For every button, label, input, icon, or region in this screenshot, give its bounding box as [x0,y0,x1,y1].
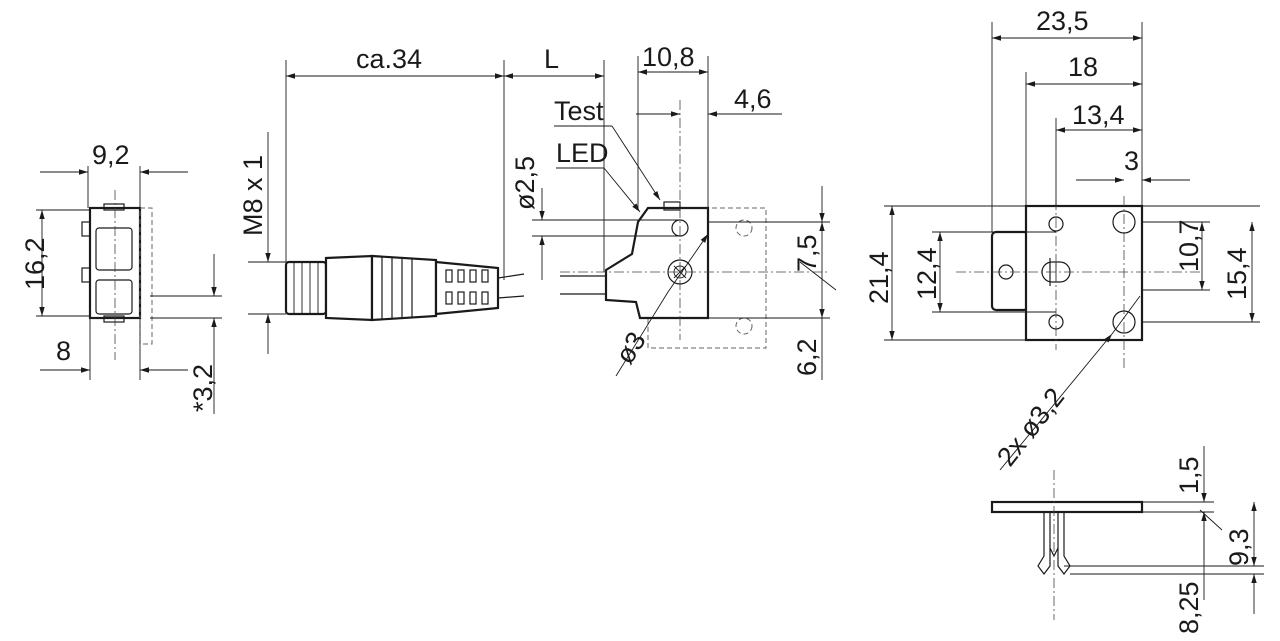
dim-height-upper-label: 7,5 [792,234,822,272]
front-sensor-stub [990,230,1030,312]
bracket-side-view: 1,5 9,3 8,25 [990,446,1264,634]
dim-led-dia-label: ø2,5 [510,156,540,210]
bracket-plate-side [990,500,1144,514]
sensor-housing-side [604,206,710,320]
clip-right-leg [1057,512,1071,575]
clip-left-leg [1037,512,1051,575]
dim-front-12-4-label: 12,4 [912,247,942,300]
dim-front-3-label: 3 [1124,146,1139,176]
dim-front-10-7-label: 10,7 [1174,219,1204,272]
front-bracket-plate [1024,204,1144,342]
connector-grip [370,254,438,322]
dim-bracket-thickness-label: 1,5 [1174,456,1204,494]
dim-thread-label: M8 x 1 [238,155,268,236]
dim-front-15-4-label: 15,4 [1222,247,1252,300]
dim-front-holes-label: 2x ø3,2 [991,382,1070,471]
dim-left-offset-label: *3,2 [188,364,218,412]
dim-bracket-clip-label: 8,25 [1174,581,1204,634]
dim-length-var-label: L [544,44,559,74]
dim-test-offset-label: 4,6 [734,84,772,114]
dim-front-total-height-label: 21,4 [864,251,894,304]
dim-bracket-depth-label: 9,3 [1224,528,1254,566]
front-view: 23,5 18 13,4 3 21,4 12,4 10,7 15,4 [864,6,1260,472]
connector-body [324,254,374,322]
side-view: ca.34 L M8 x 1 10,8 4,6 Test LED ø2,5 [238,42,837,380]
dim-height-lower-label: 6,2 [792,338,822,376]
left-end-view: 9,2 16,2 8 *3,2 [20,140,222,414]
m8-connector-nut [284,260,328,316]
connector-strain-relief [434,260,500,316]
dim-left-width-label: 9,2 [92,140,130,170]
dim-body-width-label: 10,8 [642,42,695,72]
led-label: LED [556,138,609,168]
left-bracket-outline [139,207,153,345]
dim-hole-dia-label: ø3 [610,327,652,370]
left-lens-upper [95,227,133,271]
dim-left-height-label: 16,2 [20,237,50,290]
left-lens-lower [95,279,133,315]
dim-left-depth-label: 8 [56,336,71,366]
dim-cable-length-label: ca.34 [356,44,422,74]
dim-front-total-width-label: 23,5 [1036,6,1089,36]
dim-front-13-4-label: 13,4 [1072,100,1125,130]
test-label: Test [554,96,604,126]
dim-front-18-label: 18 [1068,52,1098,82]
